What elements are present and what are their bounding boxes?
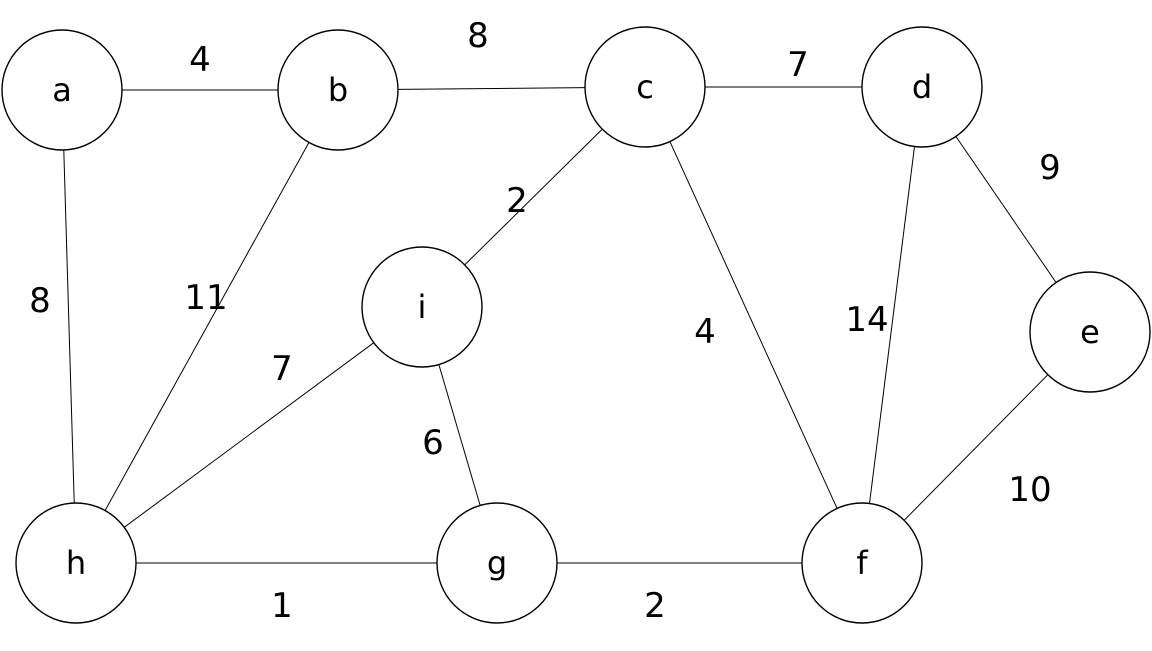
edge-b-c xyxy=(397,87,586,90)
node-d: d xyxy=(861,26,983,148)
edge-a-h xyxy=(63,149,75,504)
node-label-i: i xyxy=(418,288,427,326)
node-circle-d xyxy=(861,26,983,148)
edge-c-i xyxy=(464,128,603,266)
edge-i-g xyxy=(438,364,481,506)
edge-weight-i-g: 6 xyxy=(422,423,444,463)
node-i: i xyxy=(361,246,483,368)
node-label-h: h xyxy=(66,544,86,582)
node-h: h xyxy=(15,502,137,624)
edge-weight-d-e: 9 xyxy=(1039,148,1061,188)
node-circle-f xyxy=(801,502,923,624)
nodes-layer: a b c d e f g h i xyxy=(1,26,1151,624)
edge-weights-layer: 4 8 7 9 8 11 2 4 14 7 6 10 1 2 xyxy=(29,16,1061,626)
edge-d-f xyxy=(869,146,915,504)
edge-weight-a-h: 8 xyxy=(29,281,51,321)
node-circle-g xyxy=(436,502,558,624)
edge-weight-b-c: 8 xyxy=(467,16,489,56)
node-circle-e xyxy=(1029,271,1151,393)
node-label-e: e xyxy=(1080,313,1100,351)
edge-i-h xyxy=(123,342,375,528)
node-g: g xyxy=(436,502,558,624)
node-circle-h xyxy=(15,502,137,624)
edge-weight-c-d: 7 xyxy=(787,45,809,85)
node-label-d: d xyxy=(912,68,932,106)
node-label-b: b xyxy=(328,71,348,109)
node-label-c: c xyxy=(636,68,654,106)
node-c: c xyxy=(584,26,706,148)
edges-layer xyxy=(63,86,1057,564)
edge-weight-e-f: 10 xyxy=(1008,470,1051,510)
node-a: a xyxy=(1,29,123,151)
node-label-f: f xyxy=(856,544,868,582)
edge-d-e xyxy=(955,136,1057,283)
edge-weight-h-g: 1 xyxy=(271,586,293,626)
edge-weight-i-h: 7 xyxy=(271,349,293,389)
edge-weight-g-f: 2 xyxy=(644,586,666,626)
node-label-g: g xyxy=(487,544,507,582)
node-circle-a xyxy=(1,29,123,151)
edge-weight-d-f: 14 xyxy=(845,300,888,340)
node-b: b xyxy=(277,29,399,151)
edge-e-f xyxy=(903,374,1049,521)
edge-b-h xyxy=(104,142,310,511)
edge-weight-c-f: 4 xyxy=(694,312,716,352)
node-f: f xyxy=(801,502,923,624)
node-circle-c xyxy=(584,26,706,148)
node-e: e xyxy=(1029,271,1151,393)
edge-weight-c-i: 2 xyxy=(506,181,528,221)
node-circle-b xyxy=(277,29,399,151)
edge-weight-a-b: 4 xyxy=(189,40,211,80)
node-circle-i xyxy=(361,246,483,368)
edge-weight-b-h: 11 xyxy=(184,278,227,318)
edge-c-f xyxy=(669,141,838,509)
node-label-a: a xyxy=(52,71,72,109)
